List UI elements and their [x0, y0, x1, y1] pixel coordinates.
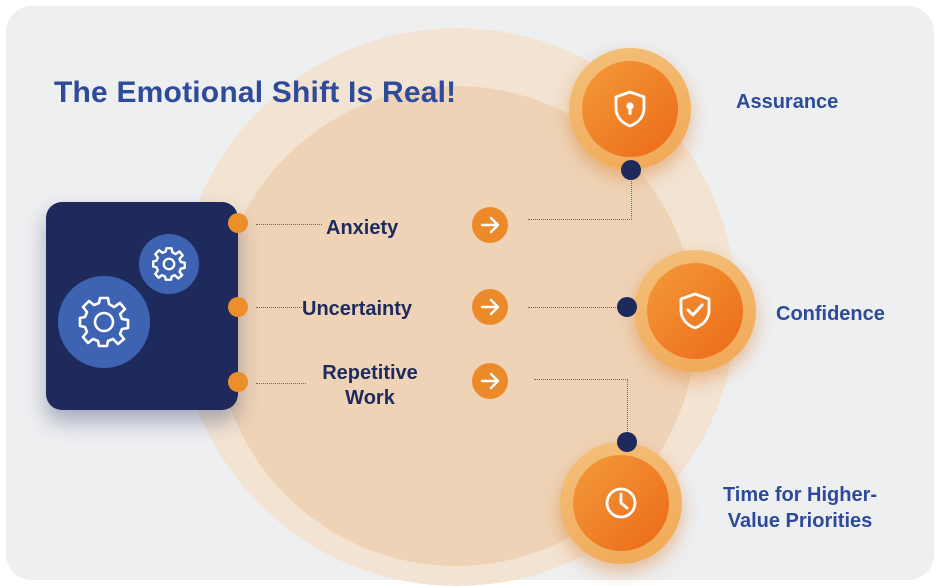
outcome-circle-confidence [634, 250, 756, 372]
outcome-label-line: Time for Higher- [722, 484, 878, 506]
problem-label-line: Repetitive [322, 362, 418, 384]
outcome-circle-assurance [569, 48, 691, 170]
connector-line [256, 307, 302, 308]
shield-check-icon [679, 292, 711, 330]
outcome-dot-confidence [617, 297, 637, 317]
connector-line [631, 178, 632, 220]
connector-dot-uncertainty [228, 297, 248, 317]
outcome-label-confidence: Confidence [776, 303, 885, 325]
connector-line [256, 224, 322, 225]
gear-icon [58, 276, 150, 368]
outcome-label-time: Time for Higher- Value Priorities [704, 482, 896, 534]
problem-label-uncertainty: Uncertainty [302, 298, 413, 320]
connector-line [534, 379, 628, 380]
connector-dot-anxiety [228, 213, 248, 233]
clock-icon [605, 487, 637, 519]
outcome-dot-time [617, 432, 637, 452]
connector-line [528, 307, 620, 308]
gear-icon [139, 234, 199, 294]
outcome-circle-time [560, 442, 682, 564]
problem-label-anxiety: Anxiety [326, 217, 399, 239]
connector-line [627, 379, 628, 433]
problem-label-line: Work [345, 387, 395, 409]
shield-lock-icon [614, 90, 646, 128]
arrow-right-icon [472, 289, 508, 325]
outcome-label-assurance: Assurance [736, 91, 839, 113]
gear-icon-large-glyph [78, 296, 130, 348]
gear-icon-small-glyph [152, 247, 186, 281]
outcome-dot-assurance [621, 160, 641, 180]
problem-label-repetitive-work: Repetitive Work [306, 361, 434, 411]
diagram-title: The Emotional Shift Is Real! [54, 76, 457, 109]
connector-line [528, 219, 632, 220]
arrow-right-icon [472, 207, 508, 243]
connector-line [256, 383, 306, 384]
arrow-right-icon [472, 363, 508, 399]
outcome-label-line: Value Priorities [727, 510, 873, 532]
connector-dot-repetitive-work [228, 372, 248, 392]
